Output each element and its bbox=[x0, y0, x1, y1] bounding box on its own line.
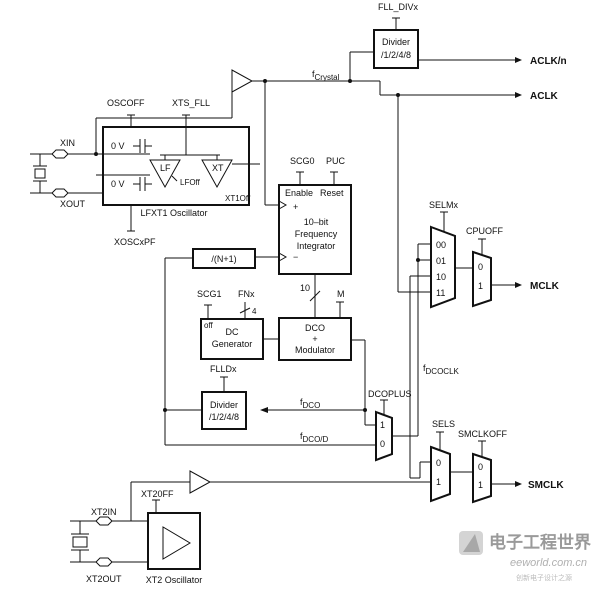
cpuoff-mux: 0 1 CPUOFF MCLK bbox=[466, 226, 560, 308]
svg-text:1: 1 bbox=[478, 281, 483, 291]
selmx-label: SELMx bbox=[429, 200, 459, 210]
svg-text:XT: XT bbox=[212, 163, 224, 173]
dc-generator: DC Generator off SCG1 FNx 4 bbox=[197, 289, 279, 360]
sels-label: SELS bbox=[432, 419, 455, 429]
svg-text:0 V: 0 V bbox=[111, 141, 125, 151]
svg-text:−: − bbox=[293, 252, 298, 262]
svg-text:0: 0 bbox=[478, 262, 483, 272]
svg-text:DC: DC bbox=[226, 327, 239, 337]
svg-text:/(N+1): /(N+1) bbox=[211, 254, 236, 264]
frequency-integrator: Enable Reset + − 10–bit Frequency Integr… bbox=[263, 79, 352, 318]
svg-text:0: 0 bbox=[478, 462, 483, 472]
dco-modulator: DCO + Modulator fDCO bbox=[260, 317, 376, 426]
fdcoclk-label: fDCOCLK bbox=[423, 363, 460, 376]
xt2in-pin bbox=[95, 516, 113, 526]
svg-text:0: 0 bbox=[436, 458, 441, 468]
cpuoff-label: CPUOFF bbox=[466, 226, 504, 236]
svg-text:01: 01 bbox=[436, 256, 446, 266]
svg-text:0 V: 0 V bbox=[111, 179, 125, 189]
svg-text:Frequency: Frequency bbox=[295, 229, 338, 239]
divider-fll-div bbox=[373, 29, 419, 69]
xt2-osc-label: XT2 Oscillator bbox=[146, 575, 203, 585]
lfxt1-crystal bbox=[34, 168, 46, 179]
lfxt1-pins: XIN XOUT bbox=[30, 92, 233, 209]
aclk-n-label: ACLK/n bbox=[530, 56, 567, 67]
flldx-label: FLLDx bbox=[210, 364, 237, 374]
xin-pin bbox=[51, 149, 69, 159]
dcoplus-mux: 1 0 DCOPLUS fDCOCLK bbox=[368, 363, 460, 462]
xout-pin bbox=[51, 188, 69, 198]
xts-fll-label: XTS_FLL bbox=[172, 98, 210, 108]
svg-text:XT2OUT: XT2OUT bbox=[86, 574, 122, 584]
oscoff-label: OSCOFF bbox=[107, 98, 145, 108]
scg0-label: SCG0 bbox=[290, 156, 315, 166]
svg-text:/1/2/4/8: /1/2/4/8 bbox=[209, 412, 239, 422]
svg-text:XT1Off: XT1Off bbox=[225, 194, 251, 203]
lfxt1-oscillator: LFXT1 Oscillator 0 V 0 V LF XT LFOff XT1… bbox=[96, 98, 260, 247]
svg-text:LF: LF bbox=[160, 163, 171, 173]
aclk-label: ACLK bbox=[530, 91, 559, 102]
svg-text:Reset: Reset bbox=[320, 188, 344, 198]
smclkoff-label: SMCLKOFF bbox=[458, 429, 508, 439]
dcoplus-label: DCOPLUS bbox=[368, 389, 412, 399]
svg-text:Generator: Generator bbox=[212, 339, 253, 349]
divider-label: Divider bbox=[382, 37, 410, 47]
svg-text:创新电子设计之源: 创新电子设计之源 bbox=[516, 573, 572, 582]
xt2-buffer bbox=[189, 470, 212, 494]
svg-text:XT2IN: XT2IN bbox=[91, 507, 117, 517]
fll-divx-label: FLL_DIVx bbox=[378, 2, 419, 12]
mclk-label: MCLK bbox=[530, 281, 560, 292]
svg-text:Modulator: Modulator bbox=[295, 345, 335, 355]
svg-text:10: 10 bbox=[300, 283, 310, 293]
f-crystal-label: fCrystal bbox=[312, 69, 340, 82]
svg-text:+: + bbox=[293, 202, 298, 212]
xt2out-pin bbox=[95, 557, 113, 567]
watermark-logo: 电子工程世界 eeworld.com.cn 创新电子设计之源 bbox=[459, 531, 591, 582]
divider-dco: Divider /1/2/4/8 FLLDx fDCO/D bbox=[163, 364, 376, 446]
lfxt1-label: LFXT1 Oscillator bbox=[140, 208, 207, 218]
svg-text:Integrator: Integrator bbox=[297, 241, 336, 251]
svg-text:M: M bbox=[337, 289, 345, 299]
svg-text:1: 1 bbox=[380, 420, 385, 430]
sels-mux: 0 1 SELS bbox=[410, 419, 473, 503]
svg-text:10–bit: 10–bit bbox=[304, 217, 329, 227]
fdco-label: fDCO bbox=[300, 397, 320, 410]
svg-text:11: 11 bbox=[436, 288, 445, 298]
scg1-label: SCG1 bbox=[197, 289, 222, 299]
fnx-label: FNx bbox=[238, 289, 255, 299]
smclk-label: SMCLK bbox=[528, 480, 564, 491]
svg-text:Enable: Enable bbox=[285, 188, 313, 198]
puc-label: PUC bbox=[326, 156, 346, 166]
svg-text:0: 0 bbox=[380, 439, 385, 449]
svg-text:XOUT: XOUT bbox=[60, 199, 86, 209]
xt2-path: XT2 Oscillator XT20FF XT2IN XT2OUT bbox=[70, 470, 431, 585]
aclk-path: Divider /1/2/4/8 FLL_DIVx ACLK/n ACLK fC… bbox=[231, 2, 567, 102]
svg-text:DCO: DCO bbox=[305, 323, 325, 333]
svg-text:10: 10 bbox=[436, 272, 446, 282]
n-plus-1-divider: /(N+1) bbox=[164, 248, 279, 445]
svg-text:XIN: XIN bbox=[60, 138, 75, 148]
xt2off-label: XT20FF bbox=[141, 489, 174, 499]
svg-text:Divider: Divider bbox=[210, 400, 238, 410]
svg-text:1: 1 bbox=[478, 480, 483, 490]
svg-text:off: off bbox=[204, 321, 214, 330]
svg-text:LFOff: LFOff bbox=[180, 178, 201, 187]
svg-text:+: + bbox=[312, 334, 317, 344]
svg-text:eeworld.com.cn: eeworld.com.cn bbox=[510, 557, 587, 569]
selmx-mux: 00 01 10 11 SELMx bbox=[396, 93, 473, 478]
svg-text:00: 00 bbox=[436, 240, 446, 250]
svg-text:4: 4 bbox=[252, 307, 257, 316]
svg-text:1: 1 bbox=[436, 477, 441, 487]
crystal-buffer bbox=[231, 69, 254, 93]
divider-ratio: /1/2/4/8 bbox=[381, 50, 411, 60]
xoscxpf-label: XOSCxPF bbox=[114, 237, 156, 247]
fdcod-label: fDCO/D bbox=[300, 431, 329, 444]
xt2-crystal bbox=[72, 536, 88, 548]
svg-text:电子工程世界: 电子工程世界 bbox=[489, 532, 591, 552]
smclkoff-mux: 0 1 SMCLKOFF SMCLK bbox=[458, 429, 564, 504]
